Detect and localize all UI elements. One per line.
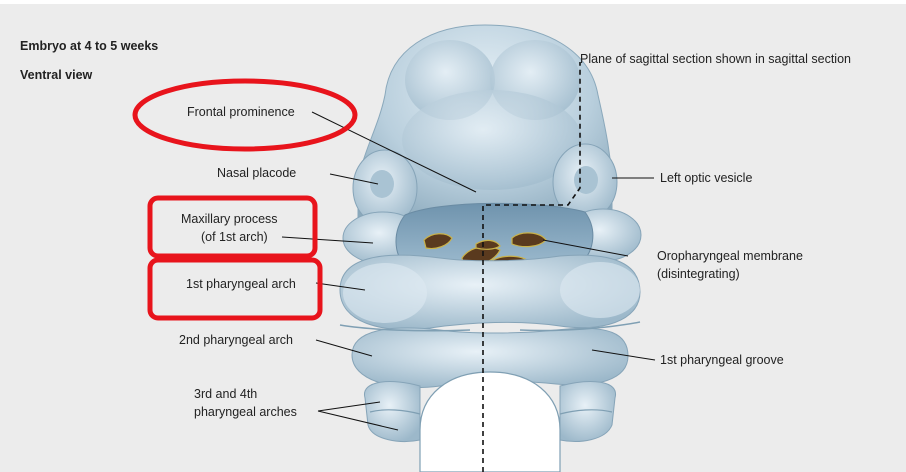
lower-opening bbox=[420, 372, 560, 472]
label-oropharyngeal-membrane-2: (disintegrating) bbox=[657, 266, 740, 283]
label-third-fourth-arches-1: 3rd and 4th bbox=[194, 386, 257, 403]
label-nasal-placode: Nasal placode bbox=[217, 165, 296, 182]
label-maxillary-process-2: (of 1st arch) bbox=[201, 229, 268, 246]
label-second-pharyngeal-arch: 2nd pharyngeal arch bbox=[179, 332, 293, 349]
label-oropharyngeal-membrane-1: Oropharyngeal membrane bbox=[657, 248, 803, 265]
label-frontal-prominence: Frontal prominence bbox=[187, 104, 295, 121]
label-left-optic-vesicle: Left optic vesicle bbox=[660, 170, 752, 187]
label-plane-of-section: Plane of sagittal section shown in sagit… bbox=[580, 51, 851, 68]
figure-subtitle: Ventral view bbox=[20, 67, 92, 84]
label-third-fourth-arches-2: pharyngeal arches bbox=[194, 404, 297, 421]
label-first-pharyngeal-groove: 1st pharyngeal groove bbox=[660, 352, 784, 369]
label-maxillary-process-1: Maxillary process bbox=[181, 211, 278, 228]
figure-title: Embryo at 4 to 5 weeks bbox=[20, 38, 158, 55]
label-first-pharyngeal-arch: 1st pharyngeal arch bbox=[186, 276, 296, 293]
